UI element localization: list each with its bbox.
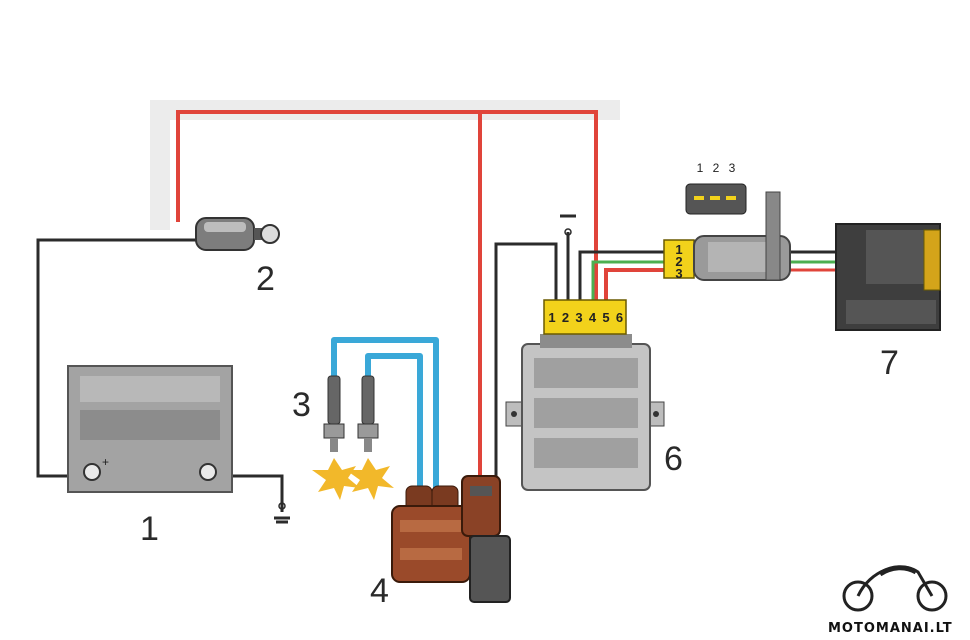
pin-legend	[685, 183, 747, 215]
pin-legend-number-3: 3	[729, 161, 736, 175]
control-unit	[505, 334, 665, 491]
pin-legend-number-1: 1	[697, 161, 704, 175]
spark-plug-2	[357, 375, 379, 452]
spark-icon	[312, 458, 360, 500]
sensor-connector-pin-3: 3	[675, 266, 682, 281]
label-ignition-coil: 4	[370, 572, 389, 610]
ecu-pin-4: 4	[589, 310, 597, 325]
label-battery: 1	[140, 510, 159, 548]
label-sensor: 7	[880, 344, 899, 382]
hall-sensor	[835, 223, 941, 331]
ecu-connector	[543, 299, 627, 335]
print-shadows	[150, 100, 620, 230]
green-wire	[591, 260, 666, 300]
label-control-unit: 6	[664, 440, 683, 478]
sensor-plug	[693, 191, 791, 281]
sensor-wires	[790, 250, 840, 272]
label-spark-plugs: 3	[292, 386, 311, 424]
battery-plus-label: +	[102, 455, 109, 469]
spark-plugs	[312, 375, 394, 500]
battery: +	[67, 365, 233, 493]
ecu-pin-3: 3	[575, 310, 582, 325]
label-ignition-switch: 2	[256, 260, 275, 298]
ignition-coil	[391, 475, 511, 603]
ground-node	[564, 228, 572, 236]
ecu-pin-2: 2	[562, 310, 569, 325]
watermark-text: MOTOMANAI.LT	[828, 621, 953, 636]
watermark-logo	[842, 565, 948, 612]
sensor-connector-pin-1: 1	[675, 242, 682, 257]
battery-negative-terminal	[199, 463, 217, 481]
black-wires	[36, 214, 666, 524]
sensor-connector-pin-2: 2	[675, 254, 682, 269]
battery-positive-terminal	[83, 463, 101, 481]
ecu-pin-6: 6	[616, 310, 623, 325]
sensor-connector-pin-labels: 123	[675, 242, 682, 281]
sensor-connector	[663, 239, 695, 279]
pin-legend-number-2: 2	[713, 161, 720, 175]
red-wires	[176, 110, 666, 480]
ignition-switch	[195, 217, 280, 251]
spark-icon	[346, 458, 394, 500]
ecu-pin-5: 5	[602, 310, 609, 325]
ground-node-battery	[278, 502, 286, 510]
ecu-pin-1: 1	[548, 310, 555, 325]
key-icon	[260, 224, 280, 244]
spark-plug-1	[323, 375, 345, 452]
high-tension-leads	[331, 337, 439, 488]
